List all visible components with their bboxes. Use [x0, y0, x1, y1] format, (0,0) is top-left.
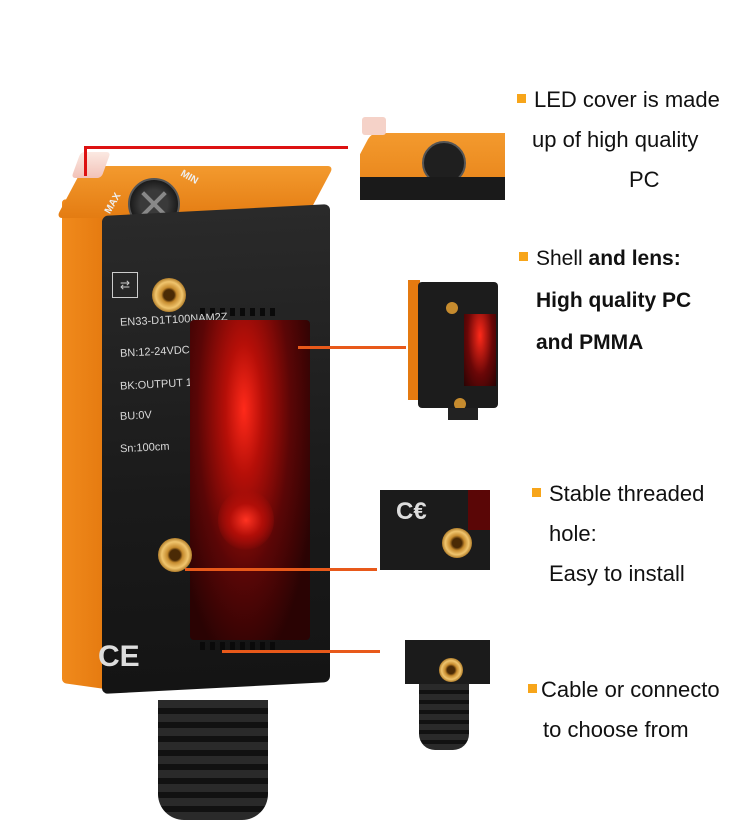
leader-line-hole [185, 568, 377, 571]
threaded-hole-bottom [158, 538, 192, 572]
feature-line: Easy to install [549, 561, 685, 586]
threaded-hole-top [152, 278, 186, 312]
leader-line-led-vertical [84, 146, 87, 176]
detail-threaded-hole-image: C€ [380, 490, 490, 570]
feature-line: and lens: [582, 247, 681, 270]
feature-line: Cable or connecto [541, 677, 720, 702]
vent-slots-top [200, 308, 275, 316]
feature-line-lead: Shell [536, 247, 583, 270]
ground-label: BU:0V [119, 409, 153, 423]
detail-shell-lens-image [408, 270, 498, 420]
bullet-icon [532, 488, 541, 497]
vent-slots-bottom [200, 642, 275, 650]
detail-led-cover-image [360, 115, 505, 200]
feature-line: hole: [549, 521, 597, 546]
cable-connector [158, 700, 268, 820]
feature-line: and PMMA [536, 331, 644, 354]
feature-line: PC [629, 167, 660, 192]
red-lens [190, 320, 310, 640]
sensor-orange-side [62, 198, 106, 690]
feature-shell-lens: Shell and lens: High quality PC and PMMA [519, 238, 691, 364]
bullet-icon [517, 94, 526, 103]
detail-cable-connector-image [405, 640, 490, 750]
feature-line: High quality PC [536, 289, 692, 312]
leader-line-shell [298, 346, 406, 349]
brand-logo-icon: ⇄ [112, 272, 138, 298]
feature-line: up of high quality [532, 127, 699, 152]
feature-cable-connector: Cable or connecto to choose from [528, 670, 750, 750]
feature-line: to choose from [543, 717, 689, 742]
leader-line-led [84, 146, 348, 149]
bullet-icon [519, 252, 528, 261]
ce-mark: CE [98, 640, 140, 673]
feature-line: LED cover is made [534, 87, 720, 112]
bullet-icon [528, 684, 537, 693]
feature-led-cover: LED cover is made up of high quality PC [517, 80, 720, 200]
sensor-main-image: MAX MIN ⇄ EN33-D1T100NAM2Z BN:12-24VDC B… [40, 150, 334, 820]
feature-line: Stable threaded [549, 481, 705, 506]
feature-threaded-hole: Stable threaded hole: Easy to install [532, 474, 704, 594]
leader-line-cable [222, 650, 380, 653]
